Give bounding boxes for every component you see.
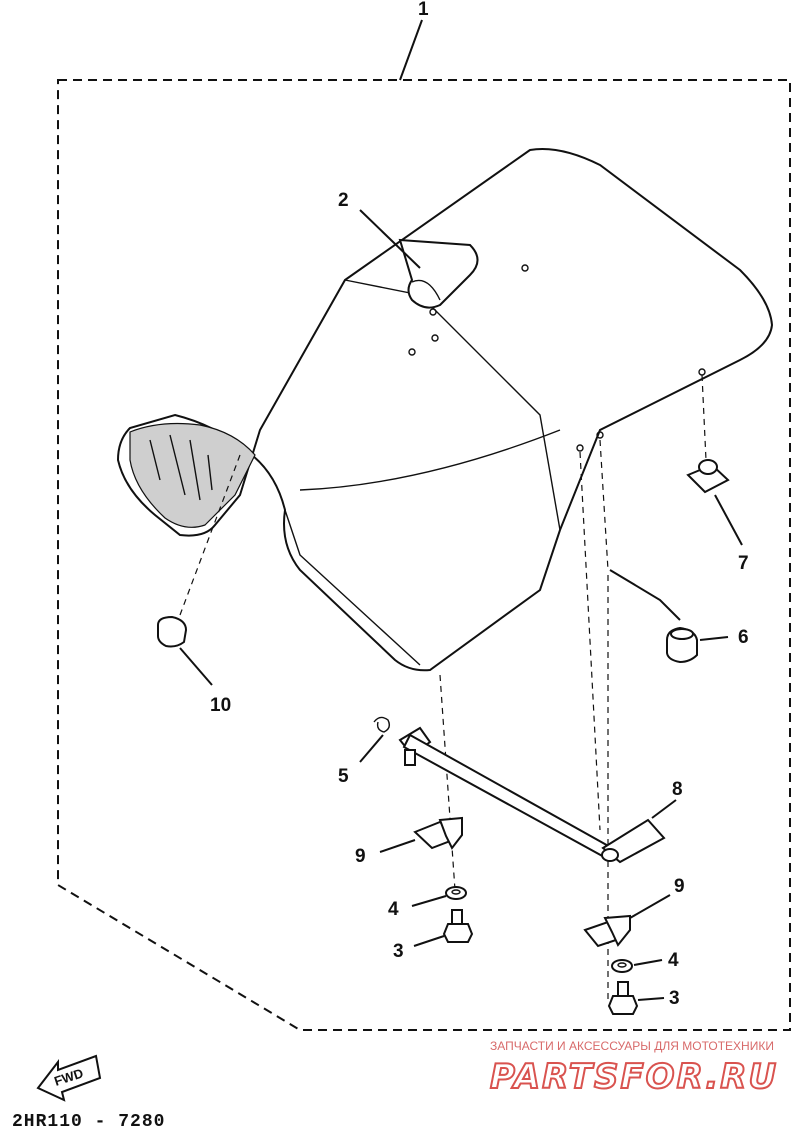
watermark-brand: PARTSFOR.RU <box>490 1057 778 1097</box>
assembly-boundary <box>57 79 791 1031</box>
callout-5: 5 <box>338 766 349 787</box>
part-5-spring <box>373 716 391 733</box>
part-7-clip-nut <box>686 459 730 494</box>
part-6-damper <box>666 626 698 664</box>
part-4-washer-a <box>445 886 467 900</box>
part-3-bolt-b <box>607 981 639 1015</box>
diagram-code: 2HR110 - 7280 <box>12 1112 165 1132</box>
part-3-bolt-a <box>442 909 474 943</box>
watermark-tagline: ЗАПЧАСТИ И АКСЕССУАРЫ ДЛЯ МОТОТЕХНИКИ <box>490 1039 774 1053</box>
callout-3b: 3 <box>669 988 680 1009</box>
part-10-damper <box>157 615 188 648</box>
seat-assembly <box>116 148 774 672</box>
watermark: ЗАПЧАСТИ И АКСЕССУАРЫ ДЛЯ МОТОТЕХНИКИ PA… <box>489 1039 778 1098</box>
part-9-bracket-b <box>583 914 631 948</box>
leader-1 <box>399 19 423 81</box>
part-8-rod <box>398 726 666 864</box>
callout-7: 7 <box>738 553 749 574</box>
callout-4b: 4 <box>668 950 679 971</box>
callout-9a: 9 <box>355 846 366 867</box>
callout-1: 1 <box>418 0 429 20</box>
callout-9b: 9 <box>674 876 685 897</box>
callout-3a: 3 <box>393 941 404 962</box>
callout-6: 6 <box>738 627 749 648</box>
callout-10: 10 <box>210 695 231 716</box>
part-4-washer-b <box>611 959 633 973</box>
callout-2: 2 <box>338 190 349 211</box>
callout-4a: 4 <box>388 899 399 920</box>
callout-8: 8 <box>672 779 683 800</box>
fwd-arrow-icon: FWD <box>36 1054 102 1102</box>
part-9-bracket-a <box>413 816 463 850</box>
